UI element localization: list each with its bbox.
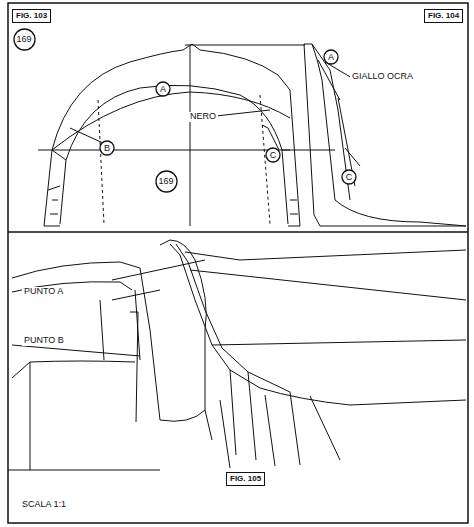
divider bbox=[8, 231, 468, 233]
callout-circle: 169 bbox=[155, 170, 178, 193]
callout-text: C bbox=[270, 151, 277, 160]
figure-label-box: FIG. 105 bbox=[226, 472, 265, 486]
callout-text: B bbox=[104, 144, 110, 153]
callout-circle-shape bbox=[342, 170, 356, 184]
figure-number: FIG. 105 bbox=[230, 475, 261, 483]
text-label: SCALA 1:1 bbox=[20, 500, 68, 510]
callout-circle: A bbox=[155, 81, 171, 97]
callout-text: 169 bbox=[158, 177, 173, 186]
callout-text: A bbox=[328, 53, 334, 62]
callout-circle: C bbox=[341, 169, 357, 185]
callout-circle: C bbox=[265, 147, 281, 163]
callout-circle: A bbox=[323, 49, 339, 65]
profile-figure-104 bbox=[304, 44, 466, 226]
text-label: GIALLO OCRA bbox=[350, 72, 415, 82]
text-label: PUNTO A bbox=[22, 287, 65, 297]
callout-text: A bbox=[160, 85, 166, 94]
figure-label-box: FIG. 103 bbox=[12, 9, 51, 23]
figure-number: FIG. 104 bbox=[428, 12, 459, 20]
callout-circle-shape bbox=[156, 82, 170, 96]
figure-label-box: FIG. 104 bbox=[424, 9, 463, 23]
callout-circle-shape bbox=[100, 141, 114, 155]
callout-circle-shape bbox=[324, 50, 338, 64]
text-label: NERO bbox=[188, 112, 218, 122]
perspective-figure-105 bbox=[8, 240, 466, 470]
arch-figure-103 bbox=[38, 44, 335, 226]
figure-number: FIG. 103 bbox=[16, 12, 47, 20]
frame bbox=[8, 3, 468, 523]
callout-circle-shape bbox=[156, 171, 177, 192]
callout-circle-shape bbox=[14, 29, 35, 50]
text-label: PUNTO B bbox=[22, 336, 66, 346]
callout-circle: 169 bbox=[13, 28, 36, 51]
callout-circle: B bbox=[99, 140, 115, 156]
callout-text: 169 bbox=[16, 35, 31, 44]
callout-text: C bbox=[346, 173, 353, 182]
callout-circle-shape bbox=[266, 148, 280, 162]
